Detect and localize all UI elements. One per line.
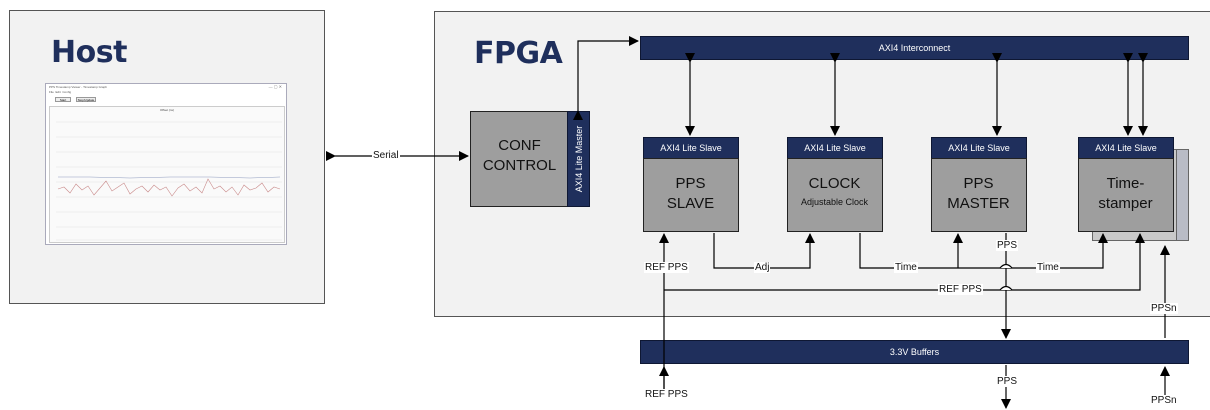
pps-master-label-2: MASTER: [947, 195, 1010, 212]
pps-master-block: PPS MASTER: [931, 158, 1027, 232]
timestamper-label-1: Time-: [1106, 175, 1145, 192]
fpga-title: FPGA: [474, 36, 563, 71]
conf-control-label-1: CONF: [498, 137, 541, 154]
host-chart-plot: [56, 121, 282, 241]
host-menu-item[interactable]: File: [49, 90, 54, 94]
ref-pps-to-timestamper-link: [664, 233, 1145, 291]
host-stop-label: Stop/Update: [77, 98, 95, 102]
host-window-controls: — ▢ ✕: [268, 84, 282, 89]
ppsn-label-top: PPSn: [1150, 303, 1178, 314]
pps-label-bottom: PPS: [996, 376, 1019, 387]
time-label-2: Time: [1036, 262, 1060, 273]
pps-slave-block: PPS SLAVE: [643, 158, 739, 232]
host-stop-button[interactable]: Stop/Update: [76, 97, 96, 102]
ref-pps-label-top: REF PPS: [644, 262, 689, 273]
adjustable-clock-label: Adjustable Clock: [800, 197, 869, 207]
pps-slave-label-1: PPS: [675, 175, 706, 192]
host-menu-item[interactable]: Edit: [55, 90, 61, 94]
host-panel: Host PPS Timestamp Viewer - Timestamp Gr…: [9, 10, 325, 304]
host-menu-item[interactable]: Config: [62, 90, 72, 94]
serial-label: Serial: [372, 150, 400, 161]
ref-pps-label-mid: REF PPS: [938, 284, 983, 295]
axi4-interconnect-bar: AXI4 Interconnect: [640, 36, 1189, 60]
host-start-label: Start: [59, 98, 67, 102]
conf-control-block: CONF CONTROL: [470, 111, 569, 207]
pps-label-top: PPS: [996, 240, 1019, 251]
host-title: Host: [51, 35, 127, 70]
host-chart-title: Offset (ns): [160, 108, 174, 112]
crossover-hop-ref-pps: [999, 285, 1013, 291]
timestamper-block: Time- stamper: [1078, 158, 1174, 232]
time-label-1: Time: [894, 262, 918, 273]
host-start-button[interactable]: Start: [55, 97, 71, 102]
buffers-bar: 3.3V Buffers: [640, 340, 1189, 364]
timestamper-label-2: stamper: [1098, 195, 1153, 212]
conf-to-interconnect-link: [573, 36, 639, 120]
ppsn-label-bottom: PPSn: [1150, 395, 1178, 406]
host-window-title: PPS Timestamp Viewer - Timestamp Graph: [49, 85, 107, 89]
clock-block: CLOCK Adjustable Clock: [787, 158, 883, 232]
clock-label: CLOCK: [808, 175, 861, 192]
timestamper-shadow-edge: [1176, 149, 1189, 241]
pps-slave-label-2: SLAVE: [666, 195, 715, 212]
host-app-screenshot: PPS Timestamp Viewer - Timestamp Graph —…: [45, 83, 287, 245]
host-menu-bar: File Edit Config: [49, 90, 285, 95]
time-link: [859, 233, 1108, 269]
adj-label: Adj: [754, 262, 771, 273]
conf-control-label-2: CONTROL: [482, 157, 557, 174]
ref-pps-label-bottom: REF PPS: [644, 389, 689, 400]
host-chart-area: Offset (ns): [49, 106, 285, 243]
crossover-hop-time: [999, 263, 1013, 269]
pps-master-label-1: PPS: [963, 175, 994, 192]
